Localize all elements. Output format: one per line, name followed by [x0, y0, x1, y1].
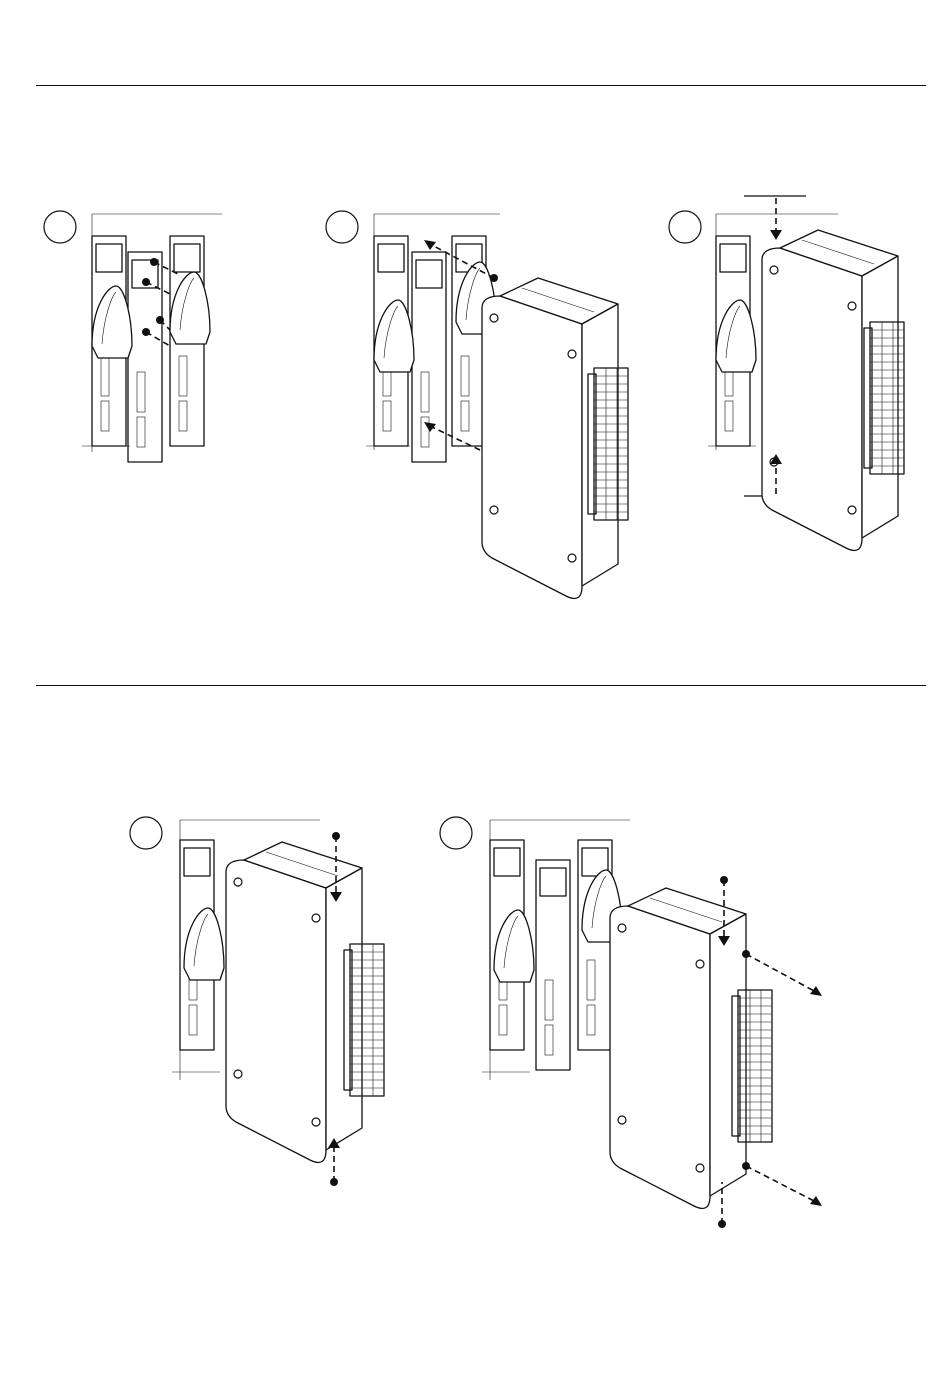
- step-3-callout: [669, 211, 701, 243]
- step-4-illustration: [130, 817, 384, 1186]
- step-4-callout: [130, 817, 162, 849]
- step-2-illustration: [326, 211, 628, 598]
- step-1-callout: [44, 211, 76, 243]
- step-3-illustration: [669, 196, 904, 550]
- step-1-illustration: [44, 211, 222, 462]
- step-5-callout: [440, 817, 472, 849]
- step-5-illustration: [440, 817, 822, 1228]
- step-2-callout: [326, 211, 358, 243]
